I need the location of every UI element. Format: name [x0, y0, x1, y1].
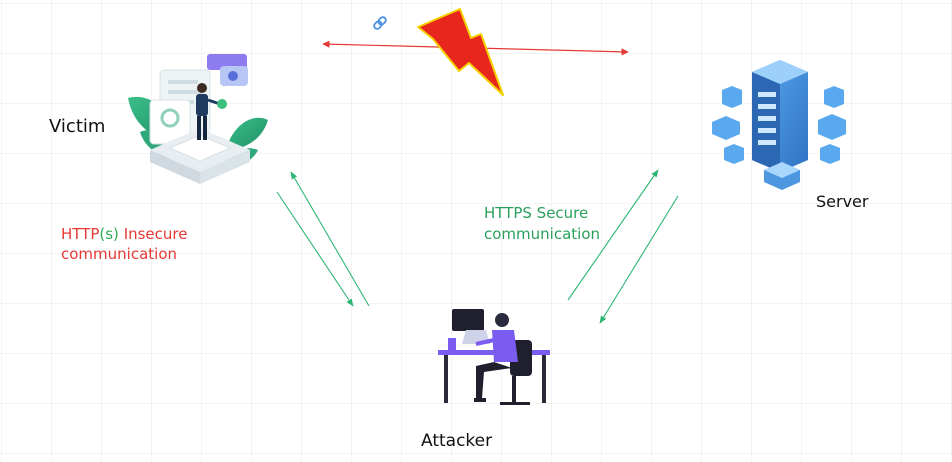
- chain-link-icon: [373, 16, 387, 30]
- attacker-to-victim-arrow: [290, 171, 370, 307]
- server-illustration: [712, 60, 846, 190]
- insecure-label-line1: HTTP(s) Insecure: [61, 224, 187, 244]
- insecure-label-http: HTTP: [61, 225, 100, 243]
- lightning-bolt-icon: [417, 8, 504, 96]
- attacker-illustration: [438, 309, 550, 405]
- secure-label-line2: communication: [484, 225, 601, 243]
- victim-illustration: [128, 54, 268, 184]
- insecure-label-s: (s): [99, 225, 124, 243]
- victim-label: Victim: [49, 116, 106, 137]
- victim-to-attacker-arrow: [276, 191, 354, 307]
- server-to-attacker-arrow: [599, 195, 679, 324]
- secure-communication-label: HTTPS Secure communication: [484, 203, 600, 245]
- secure-label-line1: HTTPS Secure: [484, 204, 589, 222]
- insecure-label-line2: communication: [61, 245, 178, 263]
- insecure-communication-label: HTTP(s) Insecure communication: [61, 224, 187, 264]
- server-label: Server: [816, 192, 869, 211]
- attacker-label: Attacker: [421, 431, 493, 451]
- insecure-label-insecure: Insecure: [123, 225, 188, 243]
- attacker-to-server-arrow: [567, 169, 659, 301]
